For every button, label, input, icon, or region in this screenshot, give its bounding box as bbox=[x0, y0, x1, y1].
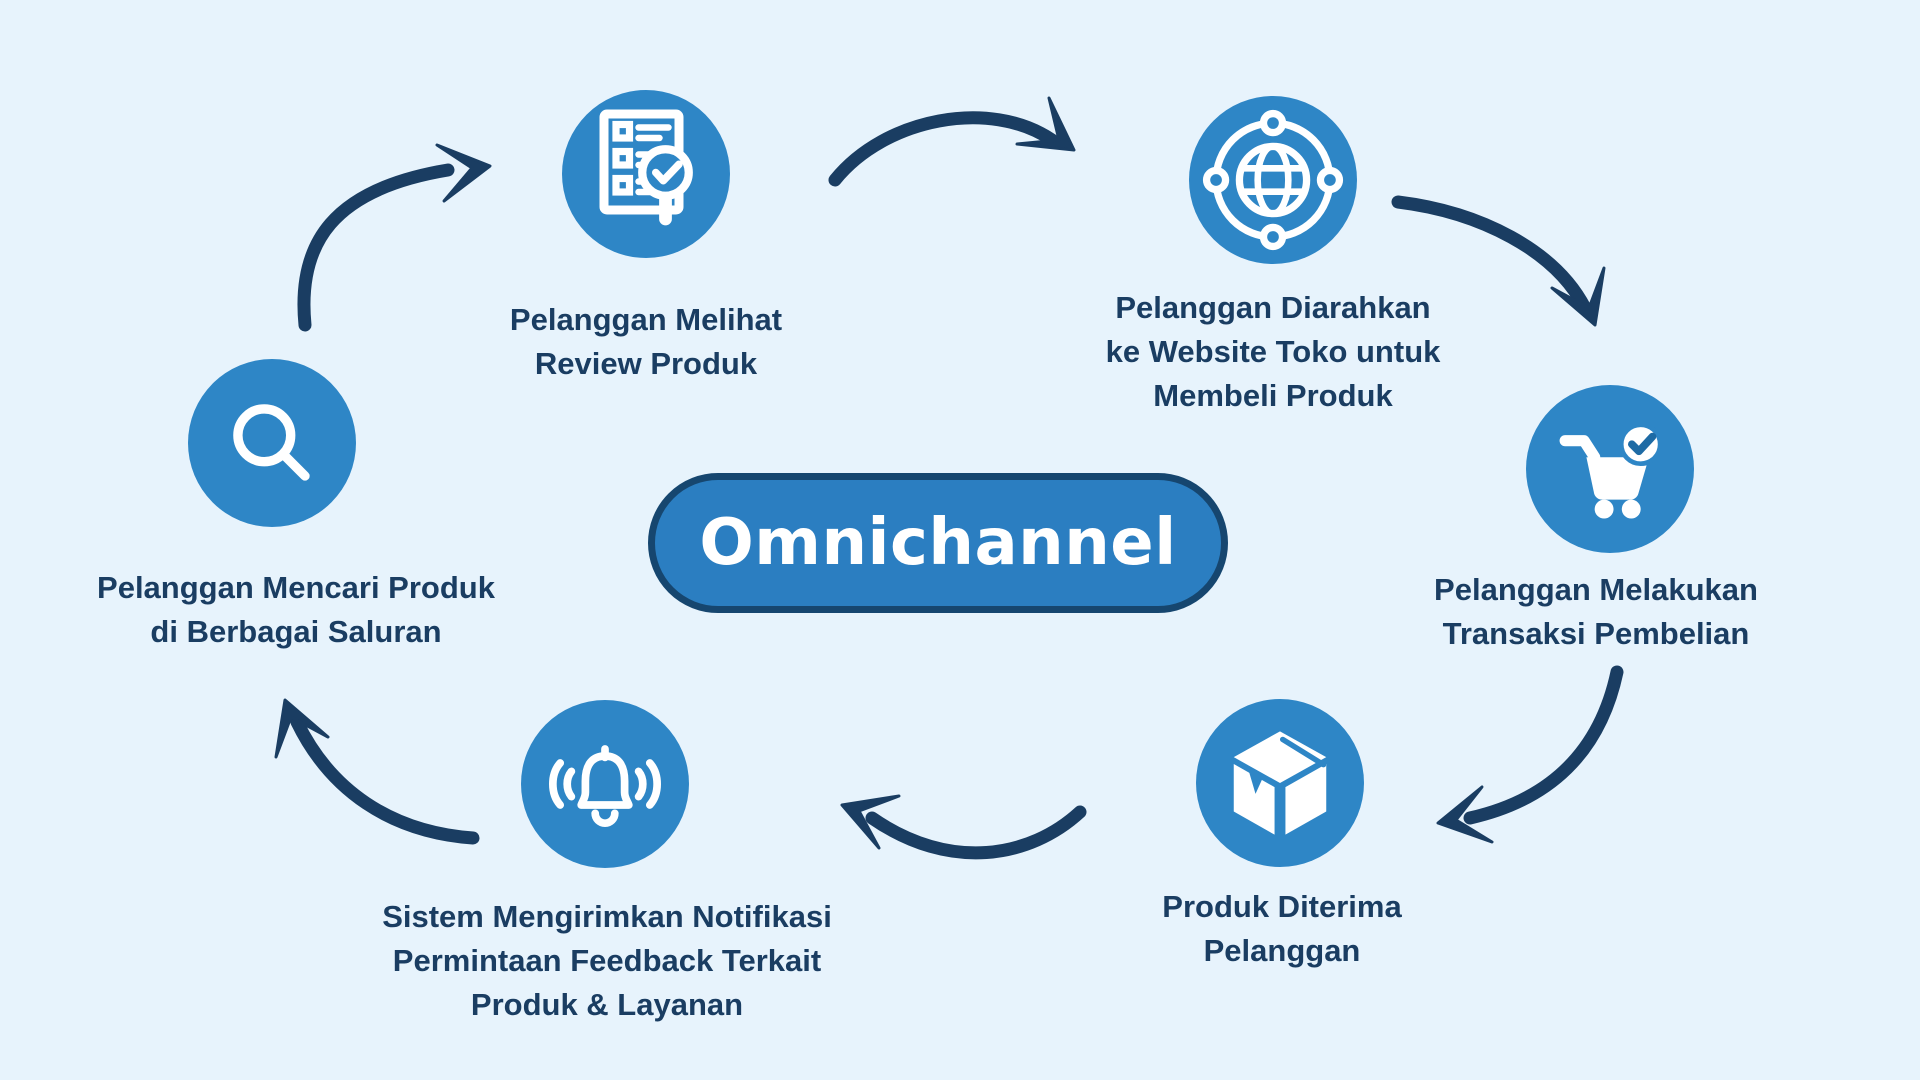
step-delivery-circle bbox=[1196, 699, 1364, 867]
step-search-circle bbox=[188, 359, 356, 527]
arrowhead-icon bbox=[1015, 96, 1076, 152]
step-feedback-circle bbox=[521, 700, 689, 868]
magnifier-icon bbox=[233, 404, 310, 481]
step-purchase-label: Pelanggan Melakukan Transaksi Pembelian bbox=[1434, 572, 1758, 651]
arrow-feedback-to-search bbox=[290, 715, 480, 845]
center-pill-label: Omnichannel bbox=[699, 506, 1177, 580]
step-feedback-label: Sistem Mengirimkan Notifikasi Permintaan… bbox=[382, 899, 832, 1022]
step-delivery-label: Produk Diterima Pelanggan bbox=[1162, 889, 1402, 968]
step-review-label: Pelanggan Melihat Review Produk bbox=[509, 302, 783, 381]
arrow-delivery-to-feedback bbox=[865, 805, 1087, 860]
step-search-label: Pelanggan Mencari Produk di Berbagai Sal… bbox=[97, 570, 495, 649]
arrow-website-to-purchase bbox=[1391, 195, 1592, 315]
step-website-label: Pelanggan Diarahkan ke Website Toko untu… bbox=[1105, 290, 1441, 413]
arrowhead-icon bbox=[1436, 785, 1494, 844]
arrowhead-icon bbox=[435, 143, 492, 203]
arrow-review-to-website bbox=[828, 111, 1059, 187]
step-purchase-circle bbox=[1526, 385, 1694, 553]
step-review-circle bbox=[562, 90, 730, 258]
arrowhead-icon bbox=[274, 698, 330, 759]
arrowhead-icon bbox=[1550, 266, 1606, 327]
arrowhead-icon bbox=[840, 794, 901, 850]
arrow-purchase-to-delivery bbox=[1463, 665, 1624, 825]
cart-check-icon bbox=[1559, 422, 1663, 519]
checklist-magnifier-icon bbox=[599, 109, 693, 226]
step-website-circle bbox=[1189, 96, 1357, 264]
center-pill: Omnichannel bbox=[648, 473, 1228, 613]
package-box-icon bbox=[1233, 731, 1327, 835]
arrow-search-to-review bbox=[297, 163, 455, 332]
globe-network-icon bbox=[1202, 109, 1344, 251]
notification-bell-icon bbox=[549, 745, 661, 828]
